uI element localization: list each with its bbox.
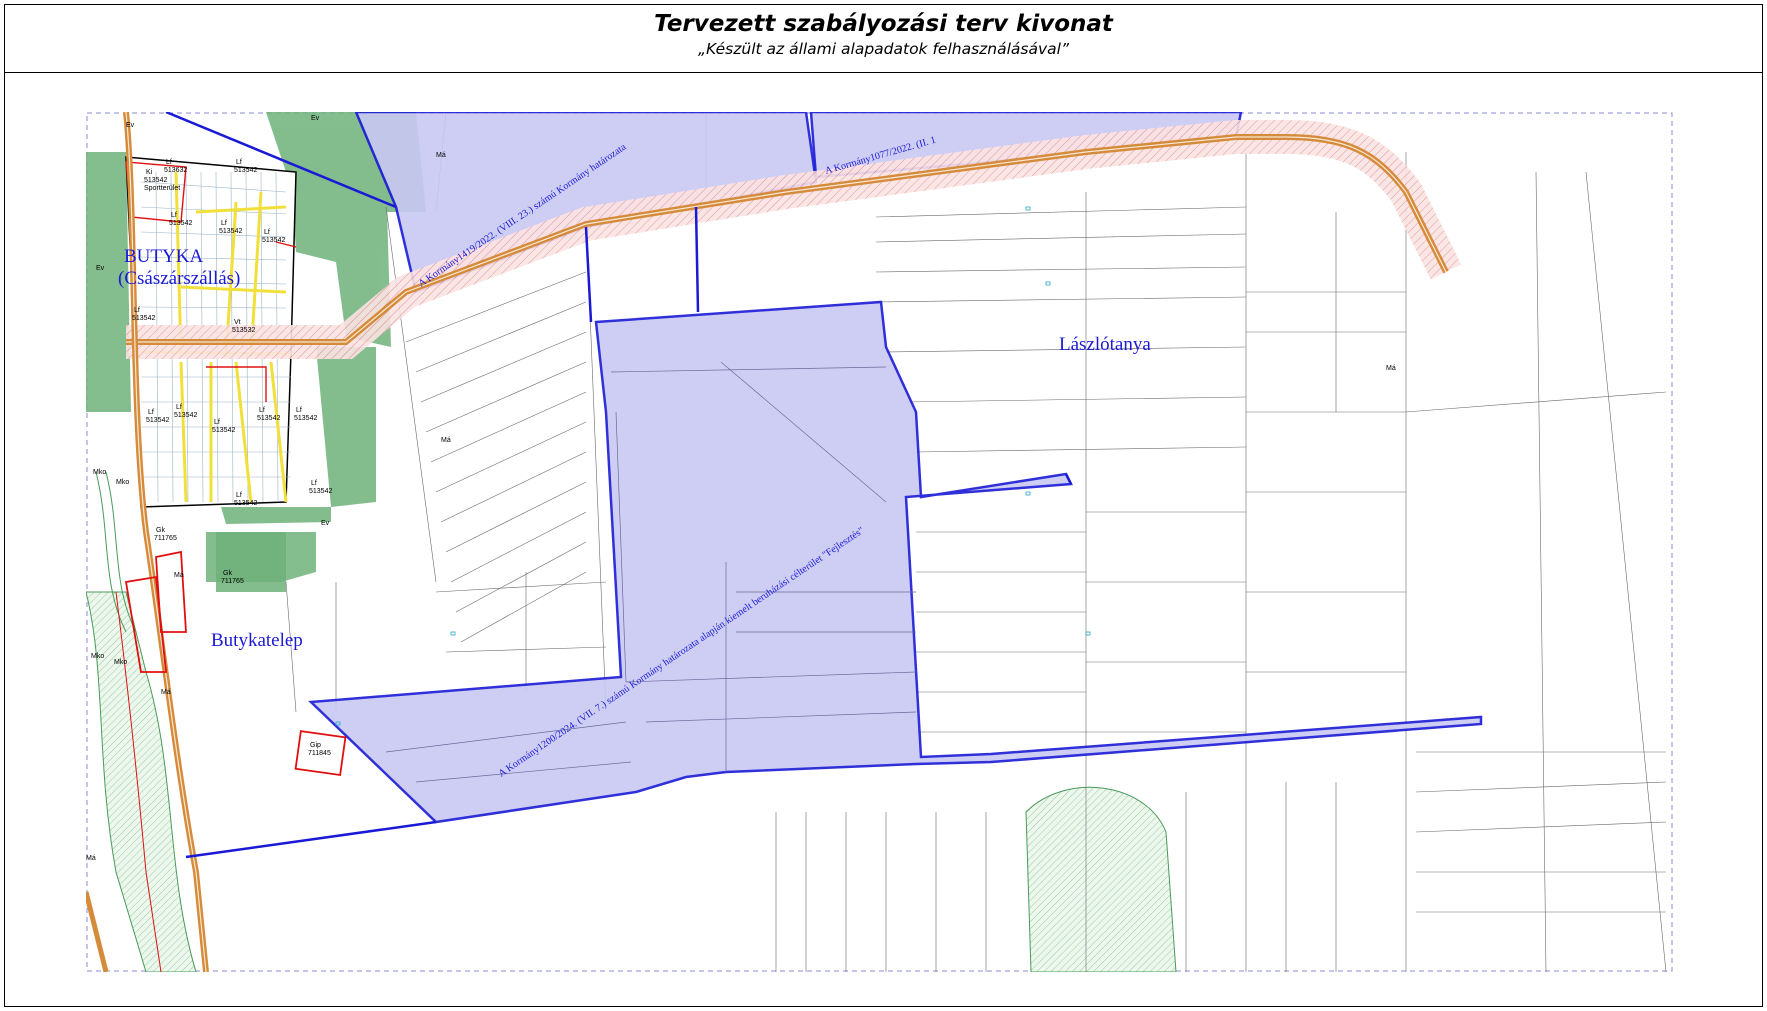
zone-label-ma: Má xyxy=(86,855,96,862)
zone-code-lf: 513542 xyxy=(309,488,332,495)
zone-label-ma: Má xyxy=(174,572,184,579)
forest-south xyxy=(206,532,316,582)
zone-label-ma: Má xyxy=(161,689,171,696)
label-butykatelep: Butykatelep xyxy=(211,630,303,651)
zone-parcel-lines xyxy=(385,361,917,783)
zone-code-ki: 513542 xyxy=(144,177,167,184)
zone-code-lf: 513542 xyxy=(262,237,285,244)
zone-label-ev: Ev xyxy=(321,520,330,527)
zone-code-gk: 711765 xyxy=(221,578,244,585)
zone-label-ev: Ev xyxy=(96,265,105,272)
page-title: Tervezett szabályozási terv kivonat xyxy=(654,11,1113,37)
label-butyka: BUTYKA xyxy=(124,246,203,267)
zone-label-ma: Má xyxy=(441,437,451,444)
zone-label-ki: Ki xyxy=(146,169,153,176)
zone-code-lf: 513542 xyxy=(219,228,242,235)
zoning-map: BUTYKA (Császárszállás) Butykatelep Lász… xyxy=(86,112,1673,972)
zone-label-lf: Lf xyxy=(176,404,182,411)
river-corridor xyxy=(86,471,197,972)
document-frame: Tervezett szabályozási terv kivonat „Kés… xyxy=(4,4,1763,1007)
zone-label-gip: Gip xyxy=(310,742,321,749)
zone-code-lf: 513542 xyxy=(234,167,257,174)
zone-label-lf: Lf xyxy=(311,480,317,487)
zone-label-mko: Mko xyxy=(114,659,127,666)
main-road xyxy=(86,112,1462,972)
map-canvas: BUTYKA (Császárszállás) Butykatelep Lász… xyxy=(86,112,1673,972)
page-subtitle: „Készült az állami alapadatok felhasznál… xyxy=(697,40,1069,58)
zone-label-ma: Má xyxy=(436,152,446,159)
zone-label-lf: Lf xyxy=(296,407,302,414)
zone-label-sport: Sportterület xyxy=(144,185,180,192)
zone-code-gip: 711845 xyxy=(308,750,331,757)
zone-label-lf: Lf xyxy=(171,212,177,219)
label-laszlotanya: Lászlótanya xyxy=(1059,334,1151,355)
document-header: Tervezett szabályozási terv kivonat „Kés… xyxy=(5,5,1762,73)
zone-label-gk: Gk xyxy=(223,570,232,577)
zone-label-mko: Mko xyxy=(93,469,106,476)
zone-label-ev: Ev xyxy=(126,122,135,129)
zone-code-lf: 513542 xyxy=(132,315,155,322)
zone-label-gk: Gk xyxy=(156,527,165,534)
zone-code-gk: 711765 xyxy=(154,535,177,542)
zone-code-lf: 513542 xyxy=(146,417,169,424)
zone-label-vt: Vt xyxy=(234,319,241,326)
zone-code-lf: 513542 xyxy=(257,415,280,422)
zone-label-lf: Lf xyxy=(236,159,242,166)
zone-label-lf: Lf xyxy=(148,409,154,416)
zone-code-lf: 513542 xyxy=(212,427,235,434)
zone-code-lf: 513542 xyxy=(174,412,197,419)
zone-label-lf: Lf xyxy=(166,159,172,166)
zone-code-lf: 513542 xyxy=(169,220,192,227)
label-csaszarszallas: (Császárszállás) xyxy=(118,268,240,289)
zone-code-lf: 513542 xyxy=(234,500,257,507)
zone-label-lf: Lf xyxy=(214,419,220,426)
green-area-south xyxy=(1025,786,1177,972)
zone-code-labels: Ev Ev Ev Ev Lf 513632 Lf 513542 Ki 51354… xyxy=(86,115,1396,862)
place-labels: BUTYKA (Császárszállás) Butykatelep Lász… xyxy=(118,246,1151,651)
zone-label-lf: Lf xyxy=(221,220,227,227)
zone-label-mko: Mko xyxy=(116,479,129,486)
red-parcels xyxy=(124,550,347,777)
zone-label-lf: Lf xyxy=(236,492,242,499)
zone-label-lf: Lf xyxy=(264,229,270,236)
zone-label-lf: Lf xyxy=(259,407,265,414)
zone-code-lf: 513542 xyxy=(294,415,317,422)
zone-code-vt: 513532 xyxy=(232,327,255,334)
development-zone-fejlesztes xyxy=(308,300,1483,824)
zone-label-ma: Má xyxy=(1386,365,1396,372)
blue-boundaries xyxy=(165,112,1073,859)
zone-label-ev: Ev xyxy=(311,115,320,122)
zone-label-lf: Lf xyxy=(134,307,140,314)
zone-label-mko: Mko xyxy=(91,653,104,660)
small-markers xyxy=(335,206,1091,726)
zone-code-lf: 513632 xyxy=(164,167,187,174)
